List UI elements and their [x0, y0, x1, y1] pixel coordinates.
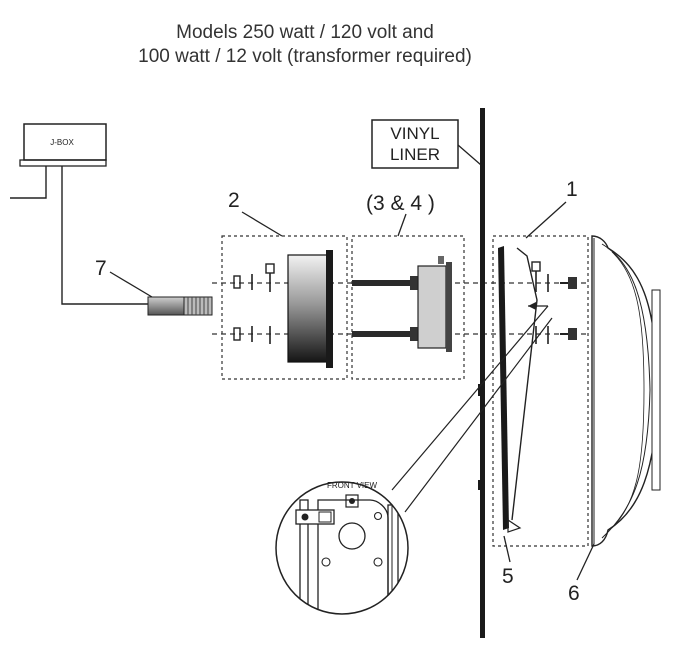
junction-box: J-BOX	[10, 123, 148, 305]
vinyl-liner-leader	[457, 144, 482, 166]
part-1-leader	[525, 201, 567, 239]
part-7-leader	[109, 271, 153, 298]
detail-callout-line-lower	[404, 317, 553, 513]
part-5-leader	[503, 535, 511, 563]
part-2-box	[221, 235, 348, 380]
part-5-label: 5	[502, 565, 514, 588]
part-34-box	[351, 235, 465, 380]
diagram-title-line2: 100 watt / 12 volt (transformer required…	[138, 46, 472, 67]
part-1-label: 1	[566, 178, 578, 201]
part-6-label: 6	[568, 582, 580, 605]
jbox-label: J-BOX	[50, 138, 74, 147]
niche-ring	[233, 250, 333, 368]
face-plate	[498, 246, 577, 533]
vinyl-liner-label-line1: VINYL	[390, 124, 439, 143]
part-34-leader	[397, 213, 407, 237]
front-view-detail: FRONT VIEW	[275, 481, 409, 615]
mounting-bolts-plate	[352, 256, 452, 352]
light-housing	[591, 235, 661, 547]
detail-callout-line-upper	[391, 305, 549, 491]
diagram-title-line1: Models 250 watt / 120 volt and	[176, 22, 434, 43]
vinyl-liner-box	[371, 119, 459, 169]
part-1-box	[492, 235, 589, 547]
front-view-label: FRONT VIEW	[327, 481, 378, 490]
part-2-leader	[241, 211, 283, 237]
part-34-label: (3 & 4 )	[366, 192, 435, 215]
part-2-label: 2	[228, 189, 240, 212]
part-6-leader	[576, 543, 595, 581]
vinyl-liner-label-line2: LINER	[390, 145, 440, 164]
part-7-label: 7	[95, 257, 107, 280]
conduit-fitting	[147, 296, 213, 316]
pool-wall	[480, 108, 485, 638]
